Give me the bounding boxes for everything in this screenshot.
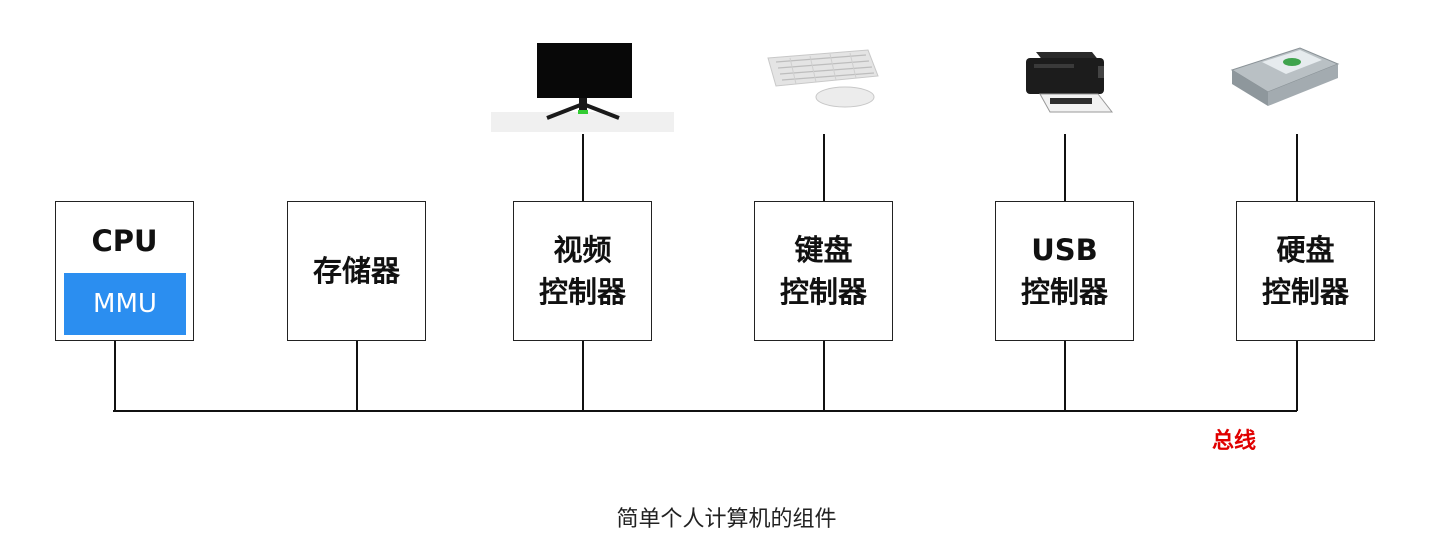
- disk-label-line2: 控制器: [1261, 275, 1349, 309]
- video-label-line2: 控制器: [538, 275, 626, 309]
- video-label-line1: 视频: [553, 233, 612, 267]
- mmu-block: MMU: [64, 273, 186, 335]
- figure-caption: 简单个人计算机的组件: [616, 507, 837, 532]
- cpu-label: CPU: [91, 224, 158, 258]
- hard-disk-icon: [1230, 47, 1340, 106]
- cpu-box: CPU MMU: [55, 201, 194, 341]
- usb-label-line2: 控制器: [1020, 275, 1108, 309]
- bus-label: 总线: [1212, 429, 1257, 454]
- disk-label-line1: 硬盘: [1276, 233, 1335, 267]
- usb-label-line1: USB: [1031, 233, 1098, 267]
- keyboard-controller-box: 键盘 控制器: [754, 201, 893, 341]
- disk-controller-box: 硬盘 控制器: [1236, 201, 1375, 341]
- keyboard-label-line1: 键盘: [794, 233, 853, 267]
- memory-label: 存储器: [312, 254, 400, 288]
- usb-controller-box: USB 控制器: [995, 201, 1134, 341]
- video-controller-box: 视频 控制器: [513, 201, 652, 341]
- keyboard-mouse-icon: [767, 49, 879, 108]
- printer-icon: [1026, 52, 1114, 113]
- monitor-icon: [491, 43, 674, 132]
- memory-box: 存储器: [287, 201, 426, 341]
- keyboard-label-line2: 控制器: [779, 275, 867, 309]
